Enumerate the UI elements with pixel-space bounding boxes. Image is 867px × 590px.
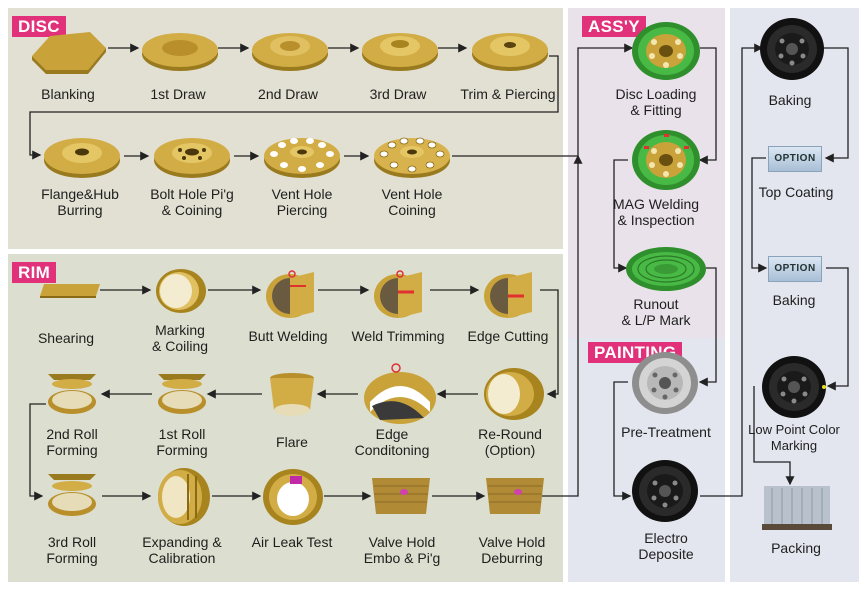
baking-wheel-icon [760, 18, 824, 80]
low-point-marking-wheel-icon [762, 356, 826, 418]
vent-hole-coining-icon [374, 137, 450, 178]
third-draw-icon [362, 33, 438, 71]
option-badge: OPTION [768, 256, 822, 282]
assy-step-label: Runout& L/P Mark [621, 296, 691, 328]
mag-welding-wheel-icon [632, 130, 700, 190]
painting-step-label: Pre-Treatment [621, 424, 711, 440]
assy-section-tag: ASS'Y [582, 16, 646, 37]
rim-step-label: Weld Trimming [351, 328, 445, 344]
air-leak-test-icon [263, 469, 323, 525]
first-roll-forming-icon [158, 374, 206, 414]
second-draw-icon [252, 33, 328, 71]
runout-wheel-icon [626, 247, 706, 291]
finishing-step-label: Top Coating [758, 184, 834, 200]
pre-treatment-wheel-icon [632, 352, 698, 414]
butt-welding-icon [266, 270, 314, 318]
rim-step-label: Expanding &Calibration [142, 534, 222, 566]
packing-pallet-icon [762, 486, 832, 530]
option-badge: OPTION [768, 146, 822, 172]
disc-step-label: 2nd Draw [258, 86, 318, 102]
finishing-step-label: Baking [772, 292, 816, 308]
disc-loading-wheel-icon [632, 22, 700, 80]
disc-section-tag: DISC [12, 16, 66, 37]
disc-step-label: Bolt Hole Pi'g& Coining [150, 186, 234, 218]
bolt-hole-piercing-icon [154, 138, 230, 178]
flare-icon [270, 373, 314, 416]
marking-coiling-icon [156, 269, 206, 313]
first-draw-icon [142, 33, 218, 71]
rim-section-tag: RIM [12, 262, 57, 283]
rim-step-label: Butt Welding [248, 328, 328, 344]
valve-hole-deburring-icon [486, 478, 544, 514]
edge-cutting-icon [484, 272, 532, 318]
finishing-step-label: Packing [771, 540, 821, 556]
electro-deposit-wheel-icon [632, 460, 698, 522]
blanking-icon [32, 32, 106, 74]
valve-hole-embossing-icon [372, 478, 430, 514]
assy-step-label: MAG Welding& Inspection [612, 196, 700, 228]
rim-step-label: Re-Round(Option) [478, 426, 542, 458]
disc-step-label: Trim & Piercing [460, 86, 556, 102]
shearing-icon [40, 284, 100, 298]
second-roll-forming-icon [48, 374, 96, 414]
flange-hub-burring-icon [44, 138, 120, 178]
rim-step-label: Flare [276, 434, 308, 450]
weld-trimming-icon [374, 270, 422, 318]
trim-piercing-icon [472, 33, 548, 71]
finishing-step-label: Baking [768, 92, 812, 108]
third-roll-forming-icon [48, 474, 96, 516]
edge-conditioning-icon [364, 363, 436, 424]
rim-step-label: Marking& Coiling [151, 322, 209, 354]
rim-step-label: Edge Cutting [467, 328, 549, 344]
disc-step-label: 1st Draw [150, 86, 206, 102]
rim-step-label: Shearing [37, 330, 95, 346]
disc-step-label: Blanking [41, 86, 95, 102]
expanding-calibration-icon [158, 468, 210, 526]
disc-step-label: 3rd Draw [369, 86, 427, 102]
rim-step-label: Air Leak Test [251, 534, 333, 550]
assy-step-label: Disc Loading& Fitting [615, 86, 697, 118]
vent-hole-piercing-icon [264, 138, 340, 178]
re-round-icon [484, 368, 544, 420]
